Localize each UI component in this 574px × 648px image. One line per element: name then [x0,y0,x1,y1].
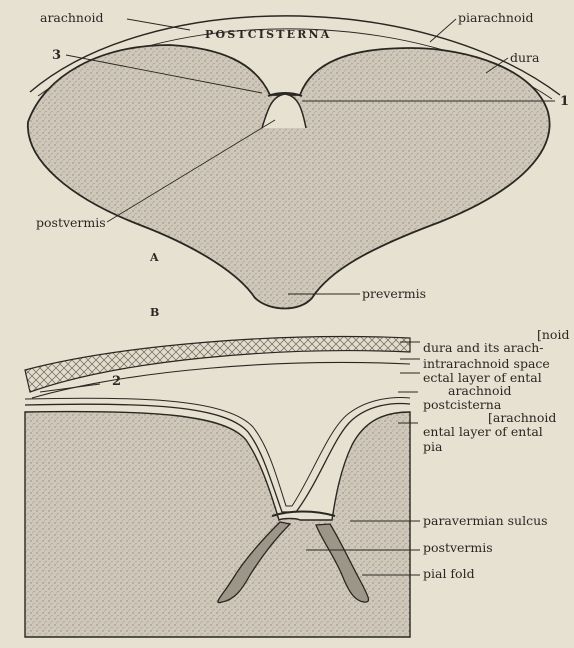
label-3: 3 [52,48,61,63]
label-1: 1 [560,94,569,109]
label-postcisterna-a: POSTCISTERNA [205,28,332,41]
label-2: 2 [112,374,121,389]
dura-strip [25,337,410,392]
label-dura: dura [510,50,540,65]
label-ectal-2: arachnoid [448,383,512,398]
label-intrarachnoid: intrarachnoid space [423,356,550,371]
label-prevermis: prevermis [362,286,426,301]
figure-letter-b: B [150,306,159,319]
cerebellum-section-a [28,45,550,309]
label-pial-fold: pial fold [423,566,475,581]
label-arachnoid: arachnoid [40,10,104,25]
label-postvermis-a: postvermis [36,215,106,230]
figure-letter-a: A [149,251,159,264]
label-ental: ental layer of ental [423,424,543,439]
cerebellum-section-b [25,412,410,637]
label-piarachnoid: piarachnoid [458,10,534,25]
label-dura-arach: dura and its arach- [423,340,544,355]
label-postvermis-b: postvermis [423,540,493,555]
label-pia: pia [423,439,443,454]
label-arachnoid-bracket: [arachnoid [488,410,556,425]
label-paravermian: paravermian sulcus [423,513,548,528]
